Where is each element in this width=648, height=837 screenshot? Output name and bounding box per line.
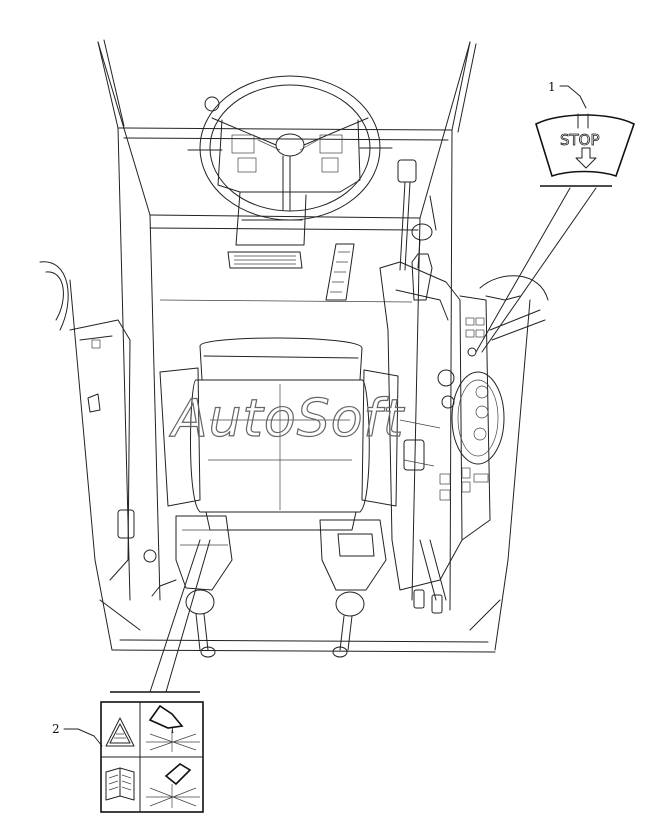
operator-seat — [159, 337, 399, 531]
stop-decal: STOP — [535, 113, 635, 178]
steering-wheel — [199, 75, 381, 221]
control-pattern-lower-icon — [146, 763, 200, 808]
left-joystick — [151, 515, 233, 658]
warning-decal: 1 — [100, 701, 204, 813]
warning-triangle-icon — [105, 717, 135, 747]
dashboard-console — [187, 119, 393, 246]
pedals — [227, 243, 355, 301]
watermark-text: AutoSoft — [169, 389, 405, 449]
cab-frame — [69, 39, 531, 653]
control-pattern-upper-icon: 1 — [146, 704, 200, 752]
right-joystick — [319, 519, 387, 658]
callout-2: 2 — [52, 539, 211, 747]
callout-1: 1 — [475, 80, 612, 353]
callout-number-2: 2 — [52, 722, 60, 736]
left-side-panel — [39, 261, 157, 581]
control-pattern-number: 1 — [170, 726, 175, 735]
right-control-console — [379, 159, 549, 614]
operator-manual-icon — [105, 767, 135, 801]
callout-number-1: 1 — [548, 80, 556, 94]
stop-decal-label: STOP — [560, 131, 600, 149]
